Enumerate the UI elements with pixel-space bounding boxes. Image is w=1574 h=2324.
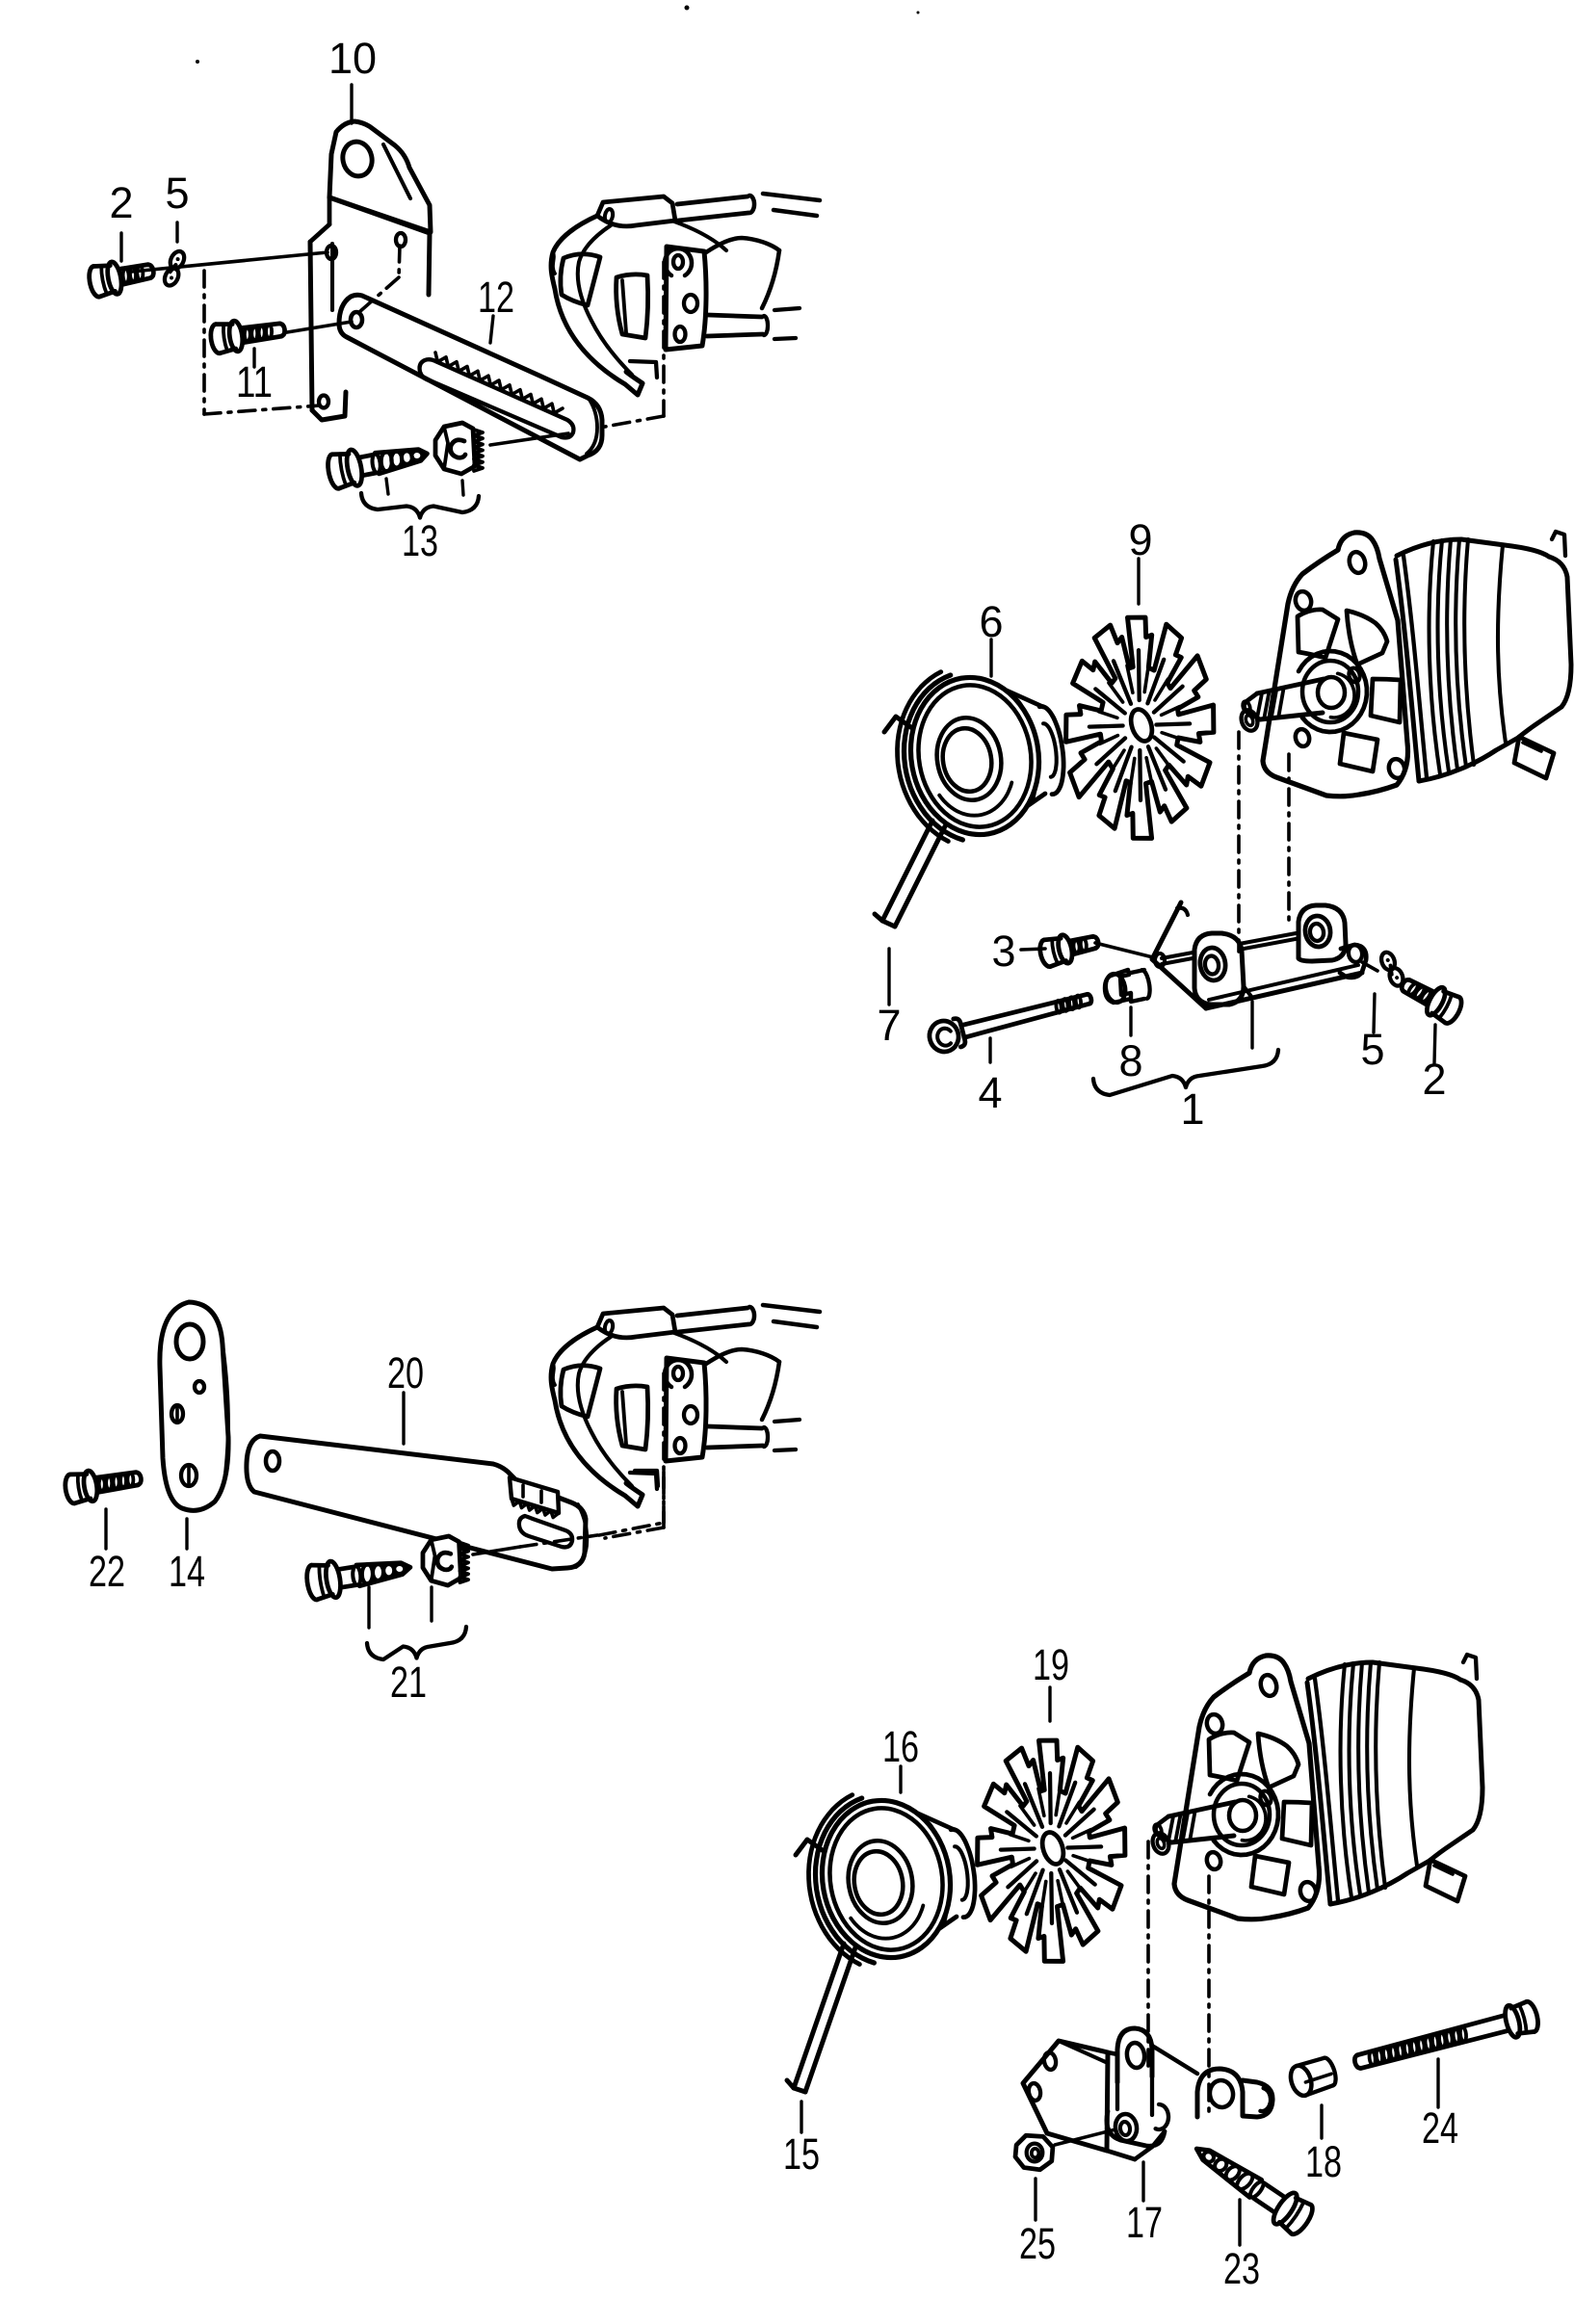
svg-text:1: 1	[1180, 1084, 1204, 1134]
svg-text:15: 15	[783, 2129, 820, 2179]
svg-text:20: 20	[387, 1348, 424, 1397]
svg-text:6: 6	[979, 597, 1003, 646]
svg-text:13: 13	[402, 516, 438, 565]
svg-text:17: 17	[1126, 2198, 1163, 2247]
svg-text:10: 10	[328, 34, 377, 83]
svg-text:16: 16	[882, 1722, 919, 1771]
svg-text:18: 18	[1305, 2137, 1342, 2186]
svg-text:3: 3	[991, 927, 1015, 976]
svg-text:9: 9	[1128, 515, 1152, 564]
svg-text:11: 11	[236, 357, 273, 406]
svg-text:2: 2	[1422, 1055, 1446, 1104]
svg-text:12: 12	[478, 273, 514, 322]
svg-text:8: 8	[1118, 1036, 1142, 1085]
svg-text:5: 5	[1360, 1025, 1384, 1074]
svg-text:2: 2	[109, 178, 133, 227]
svg-text:19: 19	[1033, 1640, 1069, 1689]
svg-text:23: 23	[1223, 2244, 1260, 2293]
svg-text:5: 5	[165, 169, 189, 218]
svg-text:14: 14	[169, 1547, 205, 1596]
svg-text:7: 7	[877, 1001, 901, 1050]
svg-text:24: 24	[1422, 2103, 1458, 2153]
svg-text:21: 21	[390, 1658, 427, 1707]
svg-text:4: 4	[978, 1068, 1002, 1117]
svg-text:22: 22	[89, 1547, 125, 1596]
svg-text:25: 25	[1019, 2219, 1056, 2268]
